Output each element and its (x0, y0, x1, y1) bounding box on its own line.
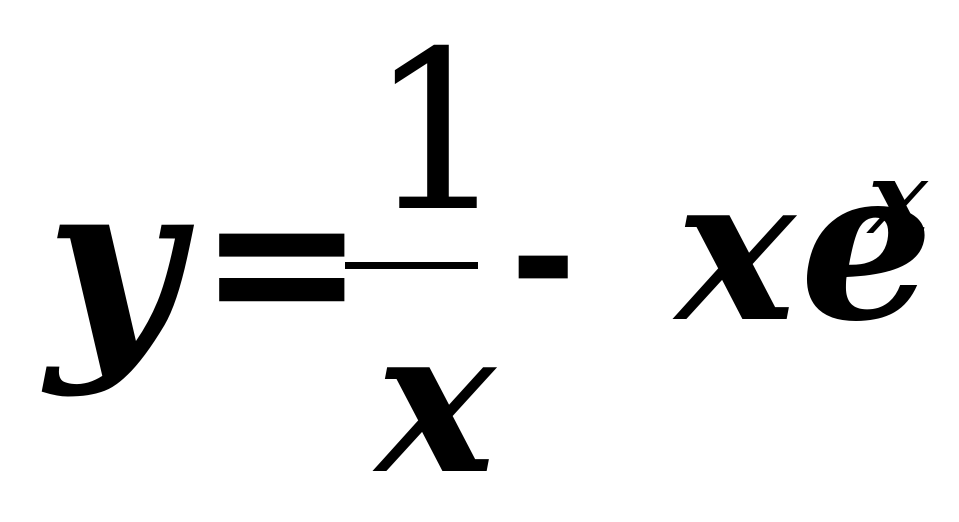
fraction-bar (345, 262, 478, 269)
exponent-x: x (868, 139, 928, 257)
lhs-variable-y: y (46, 127, 181, 400)
minus-sign: - (510, 164, 577, 351)
equals-sign: = (198, 145, 366, 378)
exponential-base-e: e (800, 121, 934, 368)
fraction-denominator: x (376, 284, 496, 519)
fraction-numerator: 1 (368, 4, 508, 260)
term-variable-x: x (676, 132, 796, 367)
